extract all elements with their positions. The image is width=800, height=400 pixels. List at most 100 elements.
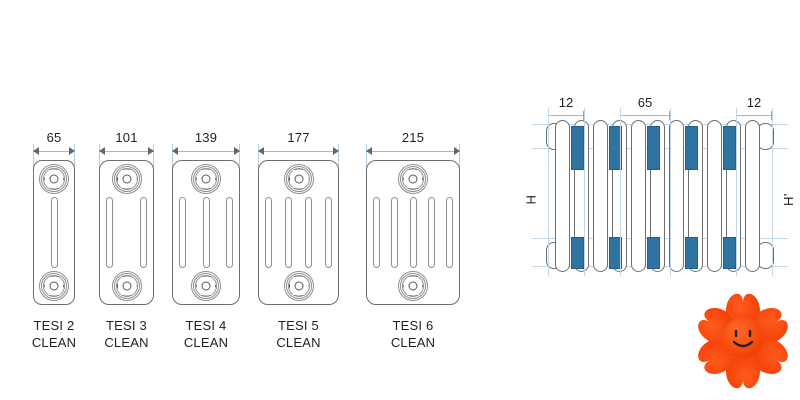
hub-ring-outer xyxy=(39,271,69,301)
hub-ring-inner xyxy=(115,168,138,190)
hub-ring-inner xyxy=(402,275,424,297)
dimension-line xyxy=(366,151,460,152)
dimension-arrow-right xyxy=(148,147,154,155)
construction-guide-vertical xyxy=(620,108,621,276)
blue-spacer-band-top xyxy=(723,126,736,170)
hub-ring-outer xyxy=(398,271,428,301)
dimension-arrow-left xyxy=(366,147,372,155)
connection-hub-top xyxy=(111,164,142,194)
section-caption-line1: TESI 5 xyxy=(278,318,319,333)
flower-center xyxy=(722,317,764,359)
internal-slots xyxy=(34,197,74,268)
dimension-line xyxy=(258,151,339,152)
hub-ring-middle xyxy=(400,273,426,299)
radiator-tube xyxy=(745,120,760,272)
internal-slot xyxy=(50,197,58,268)
construction-guide-vertical xyxy=(584,108,585,276)
extension-line-left xyxy=(258,140,259,174)
radiator-tube xyxy=(707,120,722,272)
hub-ring-outer xyxy=(39,164,69,194)
connection-hub-top xyxy=(39,164,69,194)
radiator-section-body xyxy=(99,160,154,305)
hub-bore xyxy=(49,174,59,184)
flower-smiley-logo xyxy=(690,288,796,394)
blue-spacer-band-bottom xyxy=(685,237,698,269)
dimension-arrow-left xyxy=(172,147,178,155)
construction-guide-vertical xyxy=(548,108,549,276)
internal-slot xyxy=(305,197,312,268)
section-caption-line2: CLEAN xyxy=(183,335,229,350)
flower-face xyxy=(732,329,754,348)
hub-ring-outer xyxy=(191,164,221,194)
hub-bore xyxy=(408,281,418,291)
dimension-left-12-label: 12 xyxy=(548,96,584,110)
radiator-section-body xyxy=(258,160,339,305)
hub-ring-middle xyxy=(400,166,426,192)
dimension-left-12-tick-end xyxy=(583,111,584,120)
section-dimension-139: 139 xyxy=(172,131,240,174)
blue-spacer-band-top xyxy=(571,126,584,170)
connection-hub-bottom xyxy=(39,271,69,301)
section-caption-line1: TESI 2 xyxy=(33,318,75,333)
hub-ring-middle xyxy=(41,273,67,299)
radiator-section-body xyxy=(172,160,240,305)
dimension-arrow-left xyxy=(33,147,39,155)
blue-spacer-band-bottom xyxy=(723,237,736,269)
extension-line-right xyxy=(239,140,240,174)
blue-spacer-band-top xyxy=(647,126,660,170)
extension-line-left xyxy=(99,140,100,174)
extension-line-left xyxy=(33,140,34,174)
dimension-line xyxy=(33,151,75,152)
internal-slots xyxy=(100,197,153,268)
hub-bore xyxy=(122,174,131,184)
dimension-arrow-right xyxy=(333,147,339,155)
hub-ring-middle xyxy=(193,273,219,299)
internal-slot xyxy=(106,197,113,268)
hub-ring-inner xyxy=(287,275,310,297)
blue-spacer-band-bottom xyxy=(647,237,660,269)
section-dimension-65: 65 xyxy=(33,131,75,174)
dimension-center-65-tick-end xyxy=(669,111,670,120)
section-dimension-label: 177 xyxy=(258,131,339,144)
internal-slot xyxy=(427,197,435,268)
hub-bore xyxy=(122,281,131,291)
dimension-arrow-right xyxy=(234,147,240,155)
internal-slot xyxy=(202,197,210,268)
hub-ring-outer xyxy=(111,271,142,301)
hub-bore xyxy=(201,281,211,291)
hub-bore xyxy=(49,281,59,291)
section-caption-line1: TESI 6 xyxy=(392,318,434,333)
internal-slot xyxy=(446,197,453,268)
blue-spacer-band-bottom xyxy=(609,237,622,269)
hub-ring-inner xyxy=(402,168,424,190)
internal-slot xyxy=(325,197,332,268)
dimension-right-12-line xyxy=(736,115,772,116)
hub-ring-middle xyxy=(285,273,312,299)
hub-ring-inner xyxy=(115,275,138,297)
internal-slots xyxy=(259,197,338,268)
internal-slot xyxy=(285,197,292,268)
dimension-left-12: 12 xyxy=(548,96,584,120)
blue-spacer-band-top xyxy=(609,126,622,170)
construction-guide-vertical xyxy=(670,108,671,276)
internal-slot xyxy=(391,197,399,268)
hub-ring-outer xyxy=(111,164,142,194)
hub-bore xyxy=(294,281,303,291)
hub-ring-inner xyxy=(195,168,217,190)
hub-ring-middle xyxy=(285,166,312,192)
connection-hub-bottom xyxy=(111,271,142,301)
section-dimension-label: 65 xyxy=(33,131,75,144)
extension-line-right xyxy=(459,140,460,174)
hub-ring-inner xyxy=(287,168,310,190)
radiator-core xyxy=(532,120,788,272)
hub-ring-outer xyxy=(191,271,221,301)
radiator-tube xyxy=(669,120,684,272)
dimension-line xyxy=(172,151,240,152)
section-caption-line1: TESI 3 xyxy=(106,318,147,333)
construction-guide-vertical xyxy=(736,108,737,276)
